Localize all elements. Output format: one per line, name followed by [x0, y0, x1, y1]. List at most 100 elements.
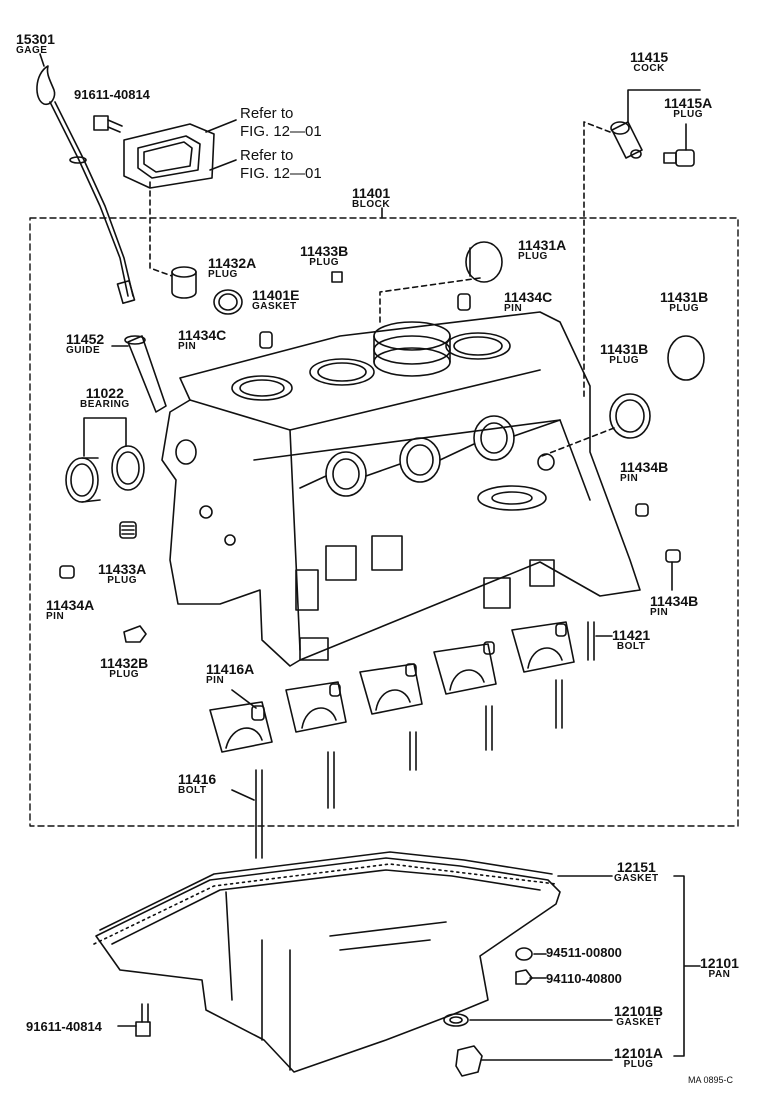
plug-11431b-right: [667, 335, 705, 381]
pin-11434b-right-upper: [635, 503, 649, 517]
label-11434c-mid: 11434C PIN: [178, 328, 226, 352]
label-11421: 11421 BOLT: [612, 628, 650, 652]
part-name: BLOCK: [352, 199, 391, 210]
pan-gasket: [93, 863, 557, 945]
gasket-11401e: [213, 289, 243, 315]
reference-line: Refer to: [240, 147, 294, 164]
part-name: PIN: [46, 611, 65, 622]
part-number: 94110-40800: [546, 971, 622, 986]
pan-group-bracket: [673, 875, 701, 1057]
part-name: GAGE: [16, 45, 48, 56]
leader-11022: [83, 417, 127, 457]
plug-11431b-left: [609, 393, 651, 439]
part-name: PIN: [206, 675, 225, 686]
label-11432b: 11432B PLUG: [100, 656, 148, 680]
label-11434b-lower: 11434B PIN: [650, 594, 698, 618]
plug-11431a: [465, 241, 503, 283]
part-number: 11022: [85, 385, 124, 401]
camshaft-bearing-2: [111, 445, 145, 491]
label-11431b-right: 11431B PLUG: [660, 290, 708, 314]
label-11434c-top: 11434C PIN: [504, 290, 552, 314]
part-number: 11431B: [600, 341, 649, 357]
part-name: GASKET: [614, 873, 659, 884]
label-12151: 12151 GASKET: [614, 860, 659, 884]
part-number: 11452: [66, 331, 105, 347]
dash-cock: [583, 121, 611, 401]
leader-11416: [231, 789, 255, 801]
leader-11415: [627, 89, 701, 123]
part-name: PLUG: [107, 575, 138, 586]
part-number: 11434B: [650, 593, 699, 609]
part-number: 12101: [700, 955, 739, 971]
gasket-12101b: [443, 1013, 469, 1027]
part-name: PLUG: [109, 669, 140, 680]
part-number: 12151: [616, 859, 656, 875]
leader-ref-1: [205, 119, 237, 133]
pin-11434c-top: [457, 293, 471, 311]
dipstick-gage: [36, 65, 136, 305]
label-11452: 11452 GUIDE: [66, 332, 104, 356]
part-number: 11434B: [620, 459, 669, 475]
plug-11432a: [171, 266, 197, 299]
part-name: BOLT: [178, 785, 207, 796]
cap-pins: [251, 623, 567, 721]
label-11431a: 11431A PLUG: [518, 238, 566, 262]
part-number: 11432B: [100, 655, 149, 671]
dash-11431a: [379, 277, 481, 327]
part-number: 94511-00800: [546, 945, 622, 960]
nut-94110: [515, 969, 533, 985]
part-number: 11431B: [660, 289, 709, 305]
bolt-91611-top: [93, 115, 123, 133]
oil-pan: [95, 851, 561, 1073]
plug-11433a: [119, 521, 137, 539]
part-number: 91611-40814: [26, 1019, 102, 1034]
part-number: 11432A: [208, 255, 257, 271]
part-number: 15301: [16, 31, 55, 47]
label-11401: 11401 BLOCK: [352, 186, 390, 210]
part-number: 11431A: [518, 237, 567, 253]
label-12101b: 12101B GASKET: [614, 1004, 663, 1028]
timing-cover-gasket: [123, 123, 215, 189]
part-name: BEARING: [80, 399, 130, 410]
part-number: 11416: [178, 771, 217, 787]
label-11433b: 11433B PLUG: [300, 244, 348, 268]
part-name: PAN: [708, 969, 731, 980]
label-94511: 94511-00800: [546, 946, 622, 959]
part-name: PLUG: [609, 355, 640, 366]
label-11415a: 11415A PLUG: [664, 96, 712, 120]
part-name: BOLT: [616, 641, 646, 652]
main-bearing-caps: [209, 621, 575, 753]
part-number: 11401E: [252, 287, 300, 303]
crank-bores: [299, 415, 561, 497]
plug-11432b: [123, 625, 147, 643]
part-number: 12101B: [614, 1003, 664, 1019]
oil-sump-boss: [477, 485, 547, 511]
reference-note-2: Refer to FIG. 12—01: [240, 148, 322, 181]
reference-line: FIG. 12—01: [240, 165, 322, 182]
part-name: PIN: [620, 473, 639, 484]
label-11416: 11416 BOLT: [178, 772, 216, 796]
part-number: 11421: [612, 627, 651, 643]
part-number: 11434C: [178, 327, 227, 343]
label-11416a: 11416A PIN: [206, 662, 254, 686]
dash-11431b: [541, 427, 615, 457]
part-name: PIN: [504, 303, 523, 314]
label-11431b-left: 11431B PLUG: [600, 342, 648, 366]
part-name: PLUG: [309, 257, 340, 268]
plug-11433b: [331, 271, 343, 283]
reference-note-1: Refer to FIG. 12—01: [240, 106, 322, 139]
label-11432a: 11432A PLUG: [208, 256, 256, 280]
bolt-91611-bottom: [135, 1003, 151, 1037]
guide-tube: [124, 335, 167, 413]
drain-plug: [455, 1045, 483, 1077]
part-number: 11433B: [300, 243, 349, 259]
label-15301: 15301 GAGE: [16, 32, 55, 56]
camshaft-bearing-1: [65, 457, 101, 503]
part-name: GUIDE: [66, 345, 101, 356]
part-number: 11433A: [98, 561, 147, 577]
cock-plug: [663, 149, 695, 167]
washer-94511: [515, 947, 533, 961]
label-11401e: 11401E GASKET: [252, 288, 300, 312]
dash-11432a: [149, 181, 173, 277]
